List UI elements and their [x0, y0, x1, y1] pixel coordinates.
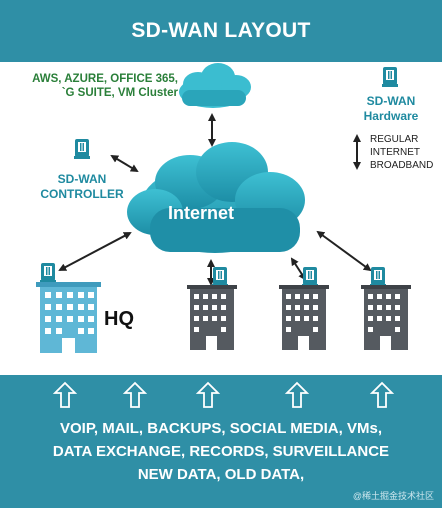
sdwan-hardware-line1: SD-WAN — [366, 94, 416, 108]
footer-line2: DATA EXCHANGE, RECORDS, SURVEILLANCE — [52, 443, 390, 460]
branch1-building-icon — [187, 285, 237, 350]
legend-line1: REGULAR — [370, 134, 419, 145]
up-arrow-icon — [369, 381, 395, 408]
branch3-device-icon — [370, 267, 386, 287]
legend-line3: BROADBAND — [370, 160, 434, 171]
footer-banner: VOIP, MAIL, BACKUPS, SOCIAL MEDIA, VMs, … — [0, 375, 442, 508]
hq-label: HQ — [104, 308, 134, 330]
sdwan-controller-line1: SD-WAN — [57, 172, 107, 186]
up-arrow-icon — [284, 381, 310, 408]
branch1-device-icon — [212, 267, 228, 287]
hq-arrow — [58, 232, 132, 271]
sdwan-hardware-label: SD-WAN Hardware — [355, 94, 427, 124]
sdwan-controller-label: SD-WAN CONTROLLER — [36, 172, 128, 202]
sdwan-hardware-line2: Hardware — [363, 109, 419, 123]
cloud-services-icon — [179, 63, 251, 108]
sdwan-controller-icon — [74, 139, 90, 159]
cloud-services-line2: `G SUITE, VM Cluster — [61, 87, 178, 99]
branch2-building-icon — [279, 285, 329, 350]
footer-line3: NEW DATA, OLD DATA, — [137, 466, 305, 483]
connection-arrows — [58, 113, 372, 286]
hq-device-icon — [40, 263, 56, 283]
footer-arrows — [52, 381, 395, 408]
internet-label: Internet — [168, 203, 235, 223]
sdwan-hardware-icon — [382, 67, 398, 87]
watermark-text: @稀土掘金技术社区 — [352, 491, 434, 501]
up-arrow-icon — [52, 381, 78, 408]
controller-arrow — [110, 154, 139, 173]
header-banner: SD-WAN LAYOUT — [0, 0, 442, 62]
sdwan-controller-line2: CONTROLLER — [40, 187, 124, 201]
legend-line2: INTERNET — [370, 147, 420, 158]
cloud-services-line1: AWS, AZURE, OFFICE 365, — [32, 73, 178, 85]
up-arrow-icon — [122, 381, 148, 408]
internet-cloud-icon — [127, 142, 305, 253]
footer-line1: VOIP, MAIL, BACKUPS, SOCIAL MEDIA, VMs, — [60, 420, 382, 437]
branch2-arrow — [290, 257, 307, 281]
branch3-building-icon — [361, 285, 411, 350]
branch2-device-icon — [302, 267, 318, 287]
hq-building-icon — [36, 282, 101, 353]
page-title: SD-WAN LAYOUT — [131, 19, 311, 42]
cloud-services-label: AWS, AZURE, OFFICE 365, `G SUITE, VM Clu… — [8, 72, 178, 100]
legend-label: REGULAR INTERNET BROADBAND — [370, 133, 440, 172]
up-arrow-icon — [195, 381, 221, 408]
branch3-arrow — [316, 230, 372, 272]
